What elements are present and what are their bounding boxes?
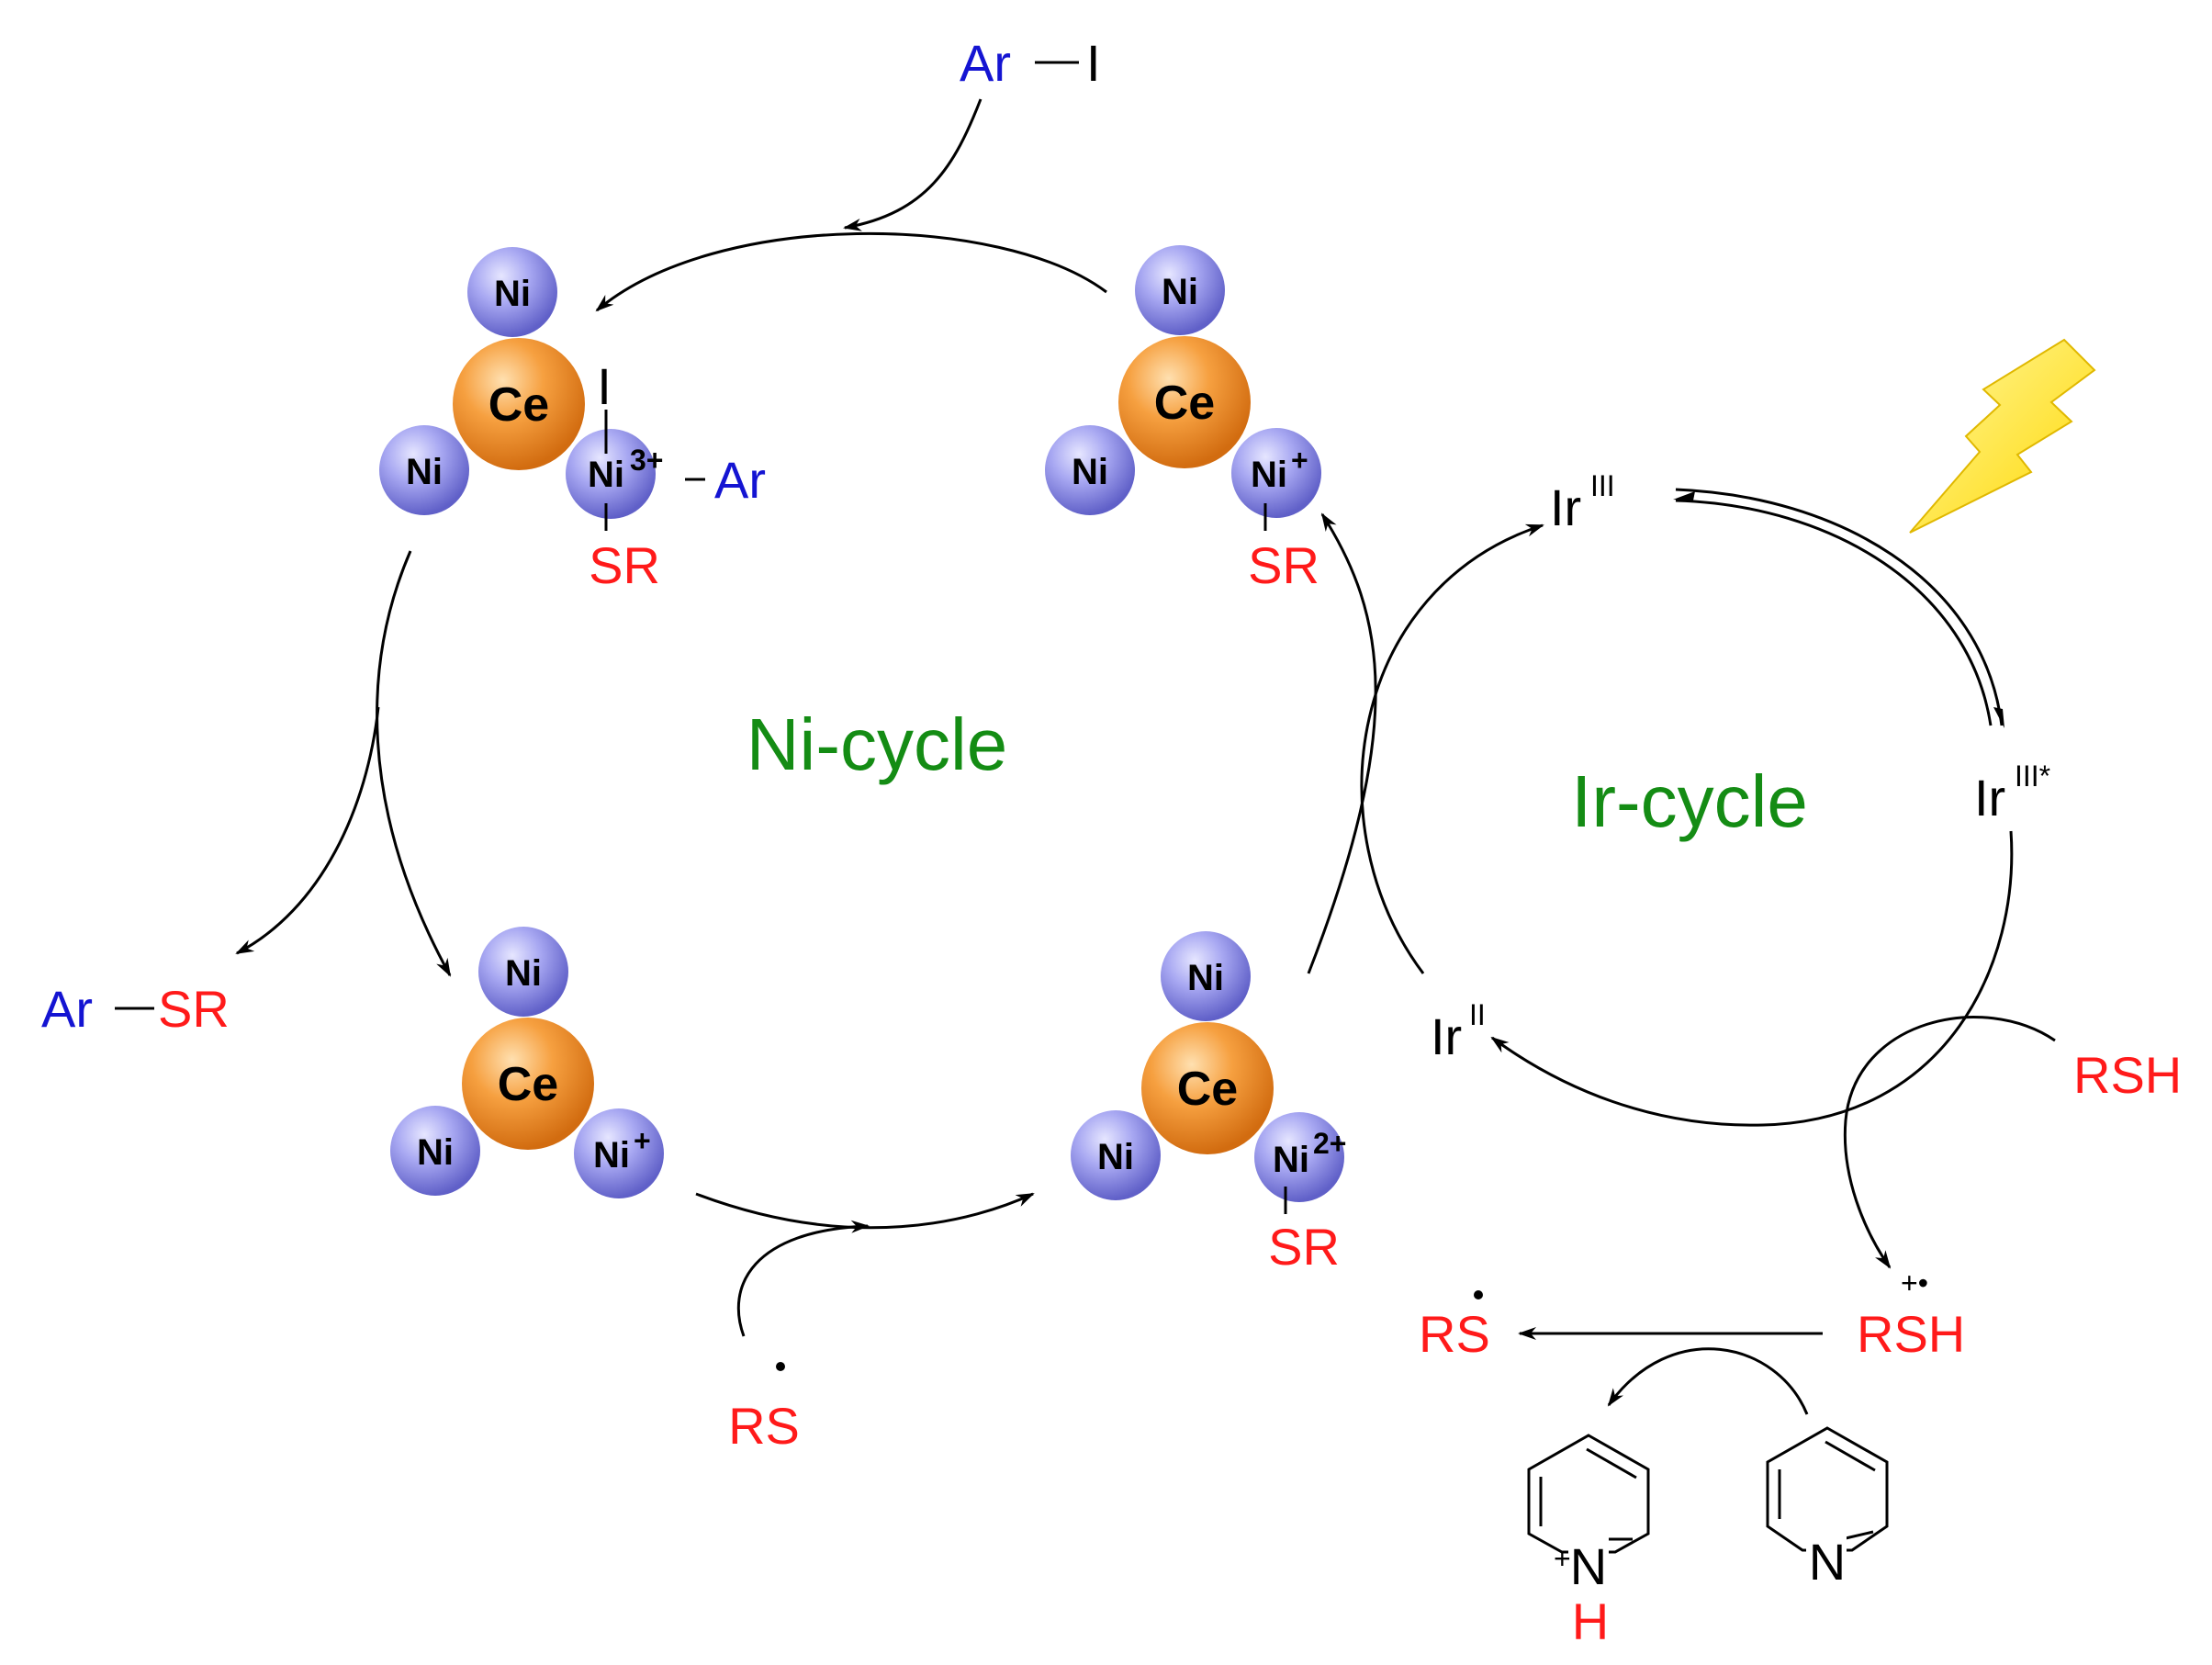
pyridine-structure: N	[1766, 1426, 1889, 1591]
iridium-symbol: Ir	[1550, 478, 1581, 536]
thiol-reagent: RSH	[2073, 1046, 2182, 1104]
ni-atom: Ni	[1273, 1140, 1309, 1180]
oxidation-state: II	[1469, 998, 1486, 1031]
cluster-ni2-thiolate: Ce Ni Ni Ni 2+ SR	[1071, 931, 1346, 1276]
arrow-reductive-elimination	[376, 550, 452, 977]
iridium-symbol: Ir	[1974, 769, 2005, 827]
ce-atom: Ce	[1154, 377, 1215, 430]
arrow-radical-capture	[695, 1192, 1035, 1230]
ni-atom: Ni	[1251, 455, 1287, 495]
lightning-bolt-icon	[1909, 338, 2096, 534]
thiol-radical-cation-label: RSH	[1857, 1305, 1965, 1363]
oxidation-state: III	[1590, 469, 1615, 502]
ni-charge-3plus: 3+	[630, 444, 663, 477]
ni-charge-plus: +	[634, 1124, 651, 1157]
arrow-ni-reduction	[1307, 512, 1377, 974]
ni-atom: Ni	[505, 953, 542, 994]
thiolate-ligand: SR	[1268, 1218, 1340, 1276]
ir-cycle-label: Ir-cycle	[1571, 760, 1808, 842]
arrow-aryl-iodide-in	[843, 98, 982, 231]
pyridinium-structure: N + H	[1527, 1434, 1650, 1650]
arrow-oxidative-addition	[595, 231, 1107, 312]
aryl-thioether-product: Ar SR	[41, 980, 230, 1038]
ni-atom: Ni	[494, 274, 531, 314]
arrow-ir-regeneration	[1360, 523, 1544, 974]
cluster-ni3-aryl-iodide: Ce Ni Ni Ni 3+ I Ar SR	[379, 247, 766, 594]
arrow-ir-relaxation-back	[1675, 499, 1993, 726]
arrow-ir-quench	[1490, 830, 2014, 1127]
ni-atom: Ni	[1072, 452, 1108, 492]
ce-atom: Ce	[498, 1058, 558, 1111]
ni-charge-plus: +	[1291, 444, 1308, 477]
thiolate-group: SR	[158, 980, 230, 1038]
arrow-rs-radical-in	[736, 1220, 870, 1337]
ni-atom: Ni	[417, 1132, 454, 1173]
pyridinium-proton: H	[1572, 1592, 1609, 1650]
radical-dot	[1474, 1290, 1483, 1299]
thiyl-radical-in: RS	[728, 1362, 800, 1455]
ni-atom: Ni	[1162, 272, 1198, 312]
radical-cation-sign: +•	[1901, 1266, 1928, 1299]
iodine-atom: I	[1086, 34, 1101, 92]
arrow-pyridine-protonation	[1607, 1347, 1809, 1415]
ni-atom: Ni	[1097, 1137, 1134, 1177]
thiyl-radical: RS	[1419, 1305, 1490, 1363]
thiolate-ligand: SR	[1248, 536, 1319, 594]
ir-II: Ir II	[1431, 998, 1486, 1065]
aryl-group: Ar	[960, 34, 1011, 92]
oxidation-state: III*	[2015, 759, 2050, 793]
thiyl-radical: RS	[728, 1397, 800, 1455]
ni-atom: Ni	[593, 1135, 630, 1176]
ni-atom: Ni	[588, 455, 624, 495]
iridium-symbol: Ir	[1431, 1007, 1462, 1065]
ni-cycle-label: Ni-cycle	[747, 703, 1007, 785]
pyridinium-nitrogen: N	[1570, 1537, 1607, 1595]
ni-atom: Ni	[406, 452, 443, 492]
aryl-ligand: Ar	[714, 451, 766, 509]
aryl-iodide-reagent: Ar I	[960, 34, 1101, 92]
ni-atom: Ni	[1187, 958, 1224, 998]
arrow-rsh-in	[1843, 1016, 2056, 1269]
arrow-ir-excitation-forward	[1675, 488, 2004, 726]
thiol-radical-cation: RSH +•	[1857, 1266, 1965, 1363]
arrow-product-out	[235, 706, 380, 955]
ir-III-excited: Ir III*	[1974, 759, 2050, 827]
ce-atom: Ce	[1177, 1063, 1238, 1116]
arrow-ir-excitation-forward-head	[1993, 707, 2004, 728]
cluster-ni1-thiolate: Ce Ni Ni Ni + SR	[1045, 245, 1321, 594]
ir-III: Ir III	[1550, 469, 1615, 536]
iodide-ligand: I	[597, 357, 612, 415]
ce-atom: Ce	[488, 378, 549, 432]
cluster-ni1: Ce Ni Ni Ni +	[390, 927, 664, 1198]
arrow-ir-relaxation-back-head	[1673, 491, 1695, 501]
radical-dot	[776, 1362, 785, 1371]
pyridinium-charge: +	[1554, 1542, 1571, 1575]
aryl-group: Ar	[41, 980, 93, 1038]
pyridine-nitrogen: N	[1809, 1533, 1846, 1591]
thiolate-ligand: SR	[589, 536, 660, 594]
ni-charge-2plus: 2+	[1313, 1127, 1346, 1160]
thiyl-radical-out: RS	[1419, 1290, 1490, 1363]
